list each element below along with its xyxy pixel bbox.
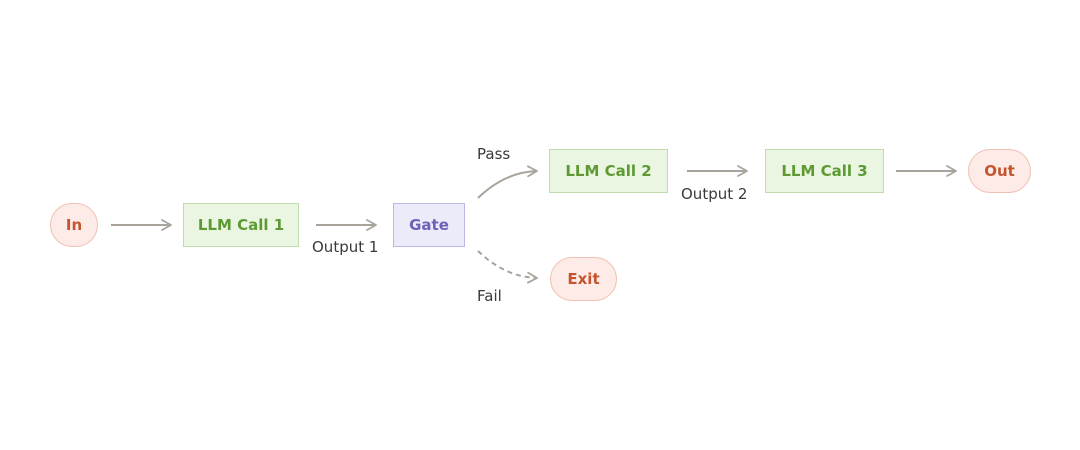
node-llm-call-2-label: LLM Call 2 [565, 162, 652, 180]
node-llm-call-1-label: LLM Call 1 [197, 216, 285, 234]
node-gate-label: Gate [409, 216, 449, 234]
node-in: In [50, 203, 98, 247]
edge-label-output-1: Output 1 [312, 238, 379, 256]
node-out-label: Out [984, 162, 1015, 180]
node-llm-call-3-label: LLM Call 3 [781, 162, 868, 180]
edge-label-pass: Pass [477, 145, 511, 163]
node-llm-call-3: LLM Call 3 [765, 149, 884, 193]
edge-label-fail: Fail [477, 287, 502, 305]
node-llm-call-2: LLM Call 2 [549, 149, 668, 193]
node-llm-call-1: LLM Call 1 [183, 203, 299, 247]
node-exit-label: Exit [567, 270, 600, 288]
node-in-label: In [65, 216, 83, 234]
node-exit: Exit [550, 257, 617, 301]
arrow-gate-pass [477, 165, 538, 199]
node-out: Out [968, 149, 1031, 193]
edge-label-output-2: Output 2 [681, 185, 748, 203]
node-gate: Gate [393, 203, 465, 247]
arrow-gate-fail [477, 250, 538, 284]
